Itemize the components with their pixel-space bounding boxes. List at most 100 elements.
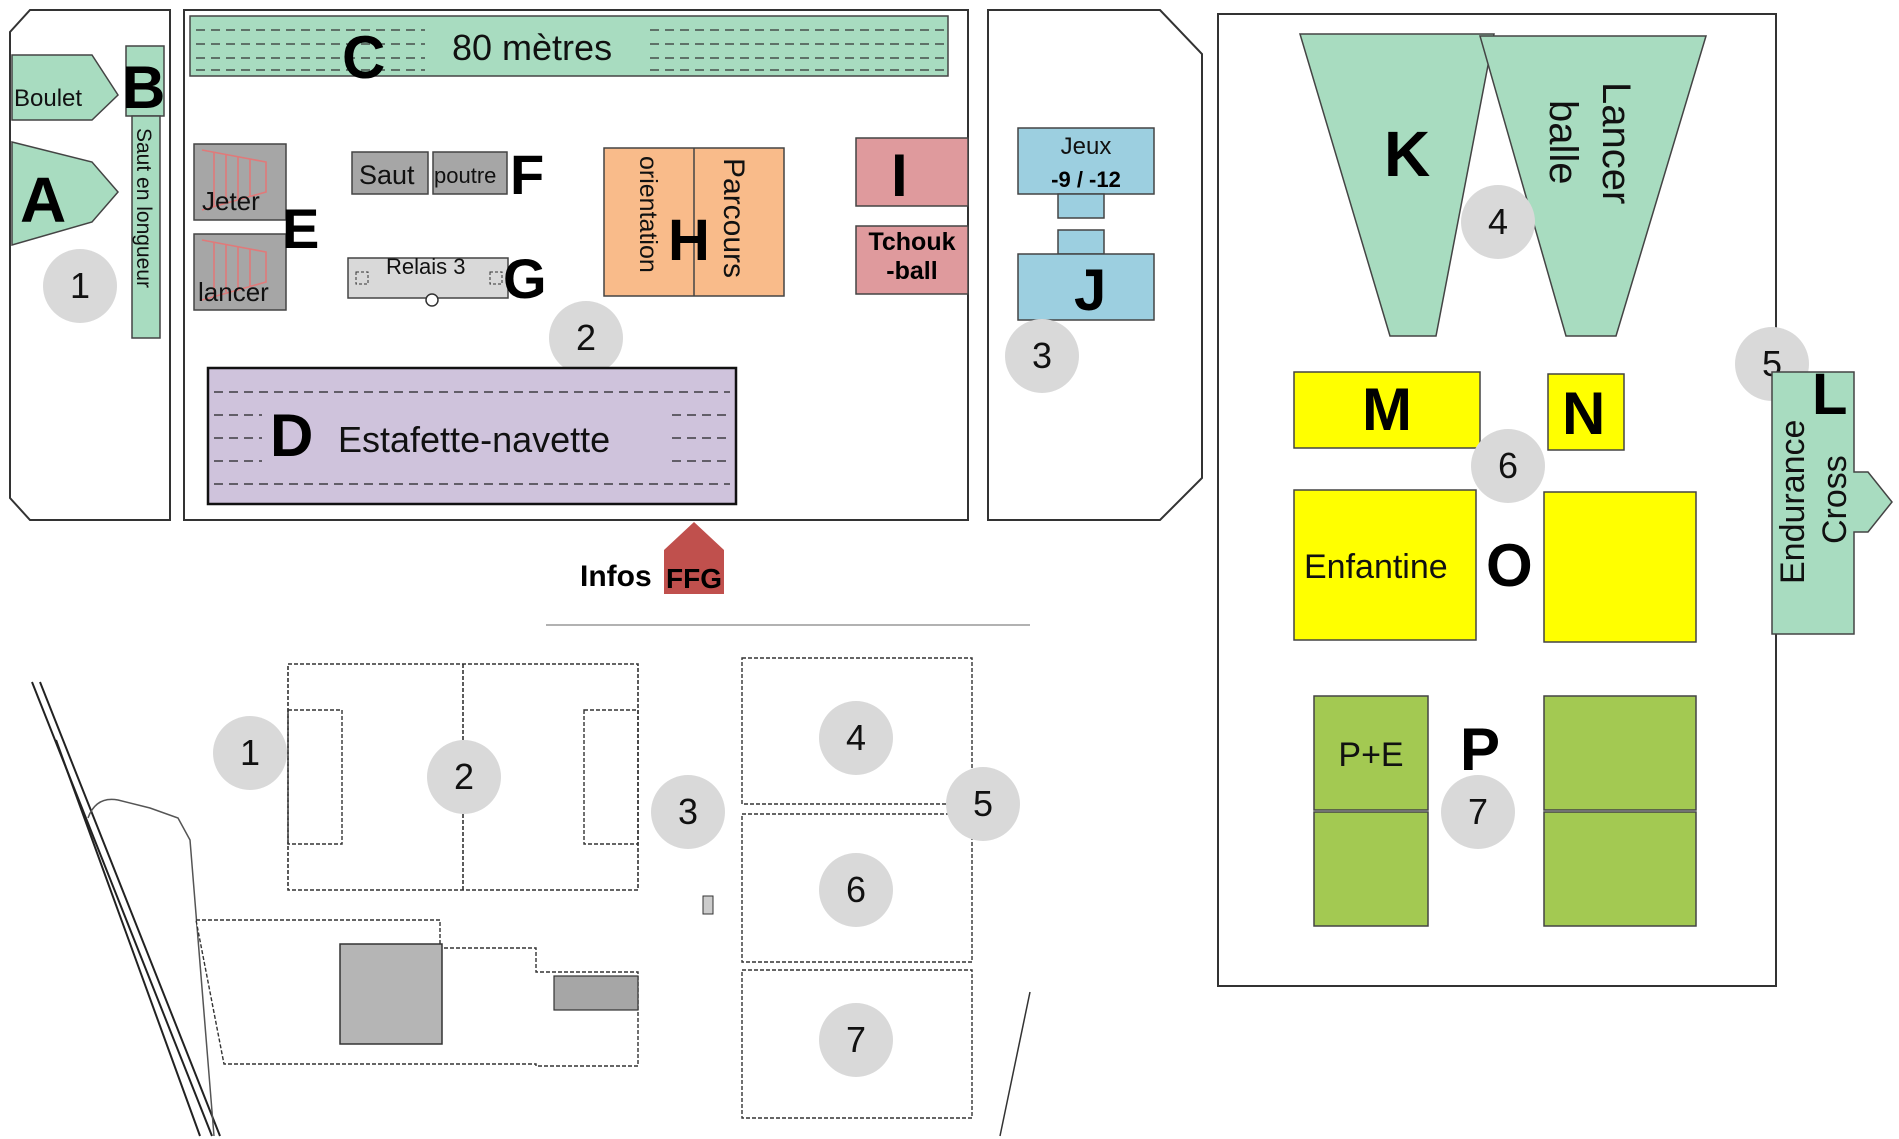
saut-station [351,151,429,195]
zone-l-endurance-area [1771,371,1893,635]
zone-n-letter: N [1562,380,1605,447]
plan-sector-5-marker [946,767,1020,841]
zone-i-letter: I [891,142,908,209]
sector-3-marker [1005,319,1079,393]
jeter-label: Jeter [202,186,260,216]
jeux-connector-bottom [1057,229,1105,255]
sector-6-number: 6 [1498,445,1518,486]
zone-f-letter: F [510,143,544,206]
zone-p-letter: P [1460,716,1500,783]
zone-k-letter: K [1384,118,1430,190]
zone-i-area [855,137,969,207]
lancer-balle-label-1: Lancer [1594,82,1638,204]
zone-m-area [1293,371,1481,449]
jeux-label: Jeux [1061,133,1112,160]
sector-2-number: 2 [576,317,596,358]
orientation-label: orientation [634,156,662,273]
zone-m-letter: M [1362,376,1412,443]
zone-j-area [1017,253,1155,321]
plan-sector-1-marker [213,716,287,790]
zone-b-sandpit [125,45,165,117]
annex-building [553,975,639,1011]
plan-sector-4-number: 4 [846,717,866,758]
zone-c-letter: C [342,24,385,91]
road-lines [31,681,221,1137]
plan-sector-7-marker [819,1003,893,1077]
small-post [702,895,714,915]
plan-sector-1-number: 1 [240,732,260,773]
zone-o-letter: O [1486,532,1533,599]
zone-e-letter: E [282,197,319,260]
lancer-balle-area [1479,35,1708,337]
estafette-lanes [214,391,730,485]
long-jump-label: Saut en longueur [132,128,155,288]
sector-1-number: 1 [70,265,90,306]
pitch-right-box [583,709,639,845]
enfantine-label: Enfantine [1304,548,1448,586]
lancer-balle-label-2: balle [1541,100,1585,185]
sector-7-marker [1441,775,1515,849]
tchoukball-label-2: -ball [886,257,937,285]
zone-j-letter: J [1074,258,1106,323]
jeux-ages-label: -9 / -12 [1051,167,1121,192]
plan-sector-6-number: 6 [846,869,866,910]
lancer-label: lancer [198,277,269,307]
zone-n-area [1547,373,1625,451]
infos-ffg-house-icon [664,522,724,594]
sector-3-number: 3 [1032,335,1052,376]
track-80m-lanes [196,29,944,71]
sector-7-number: 7 [1468,791,1488,832]
zone-a-boulet-top [11,54,119,121]
zone-p-area-4 [1543,811,1697,927]
poutre-label: poutre [434,163,496,188]
estafette-label: Estafette-navette [338,419,610,460]
zone-k-area [1298,33,1495,337]
plan-sector-3-number: 3 [678,791,698,832]
pe-label: P+E [1338,736,1403,774]
relais-end-box [489,271,503,285]
pitch-left-box [287,709,343,845]
zone-o-right-area [1543,491,1697,643]
sector-4-number: 4 [1488,201,1508,242]
plan-sector-2-marker [427,740,501,814]
plan-sector-5-number: 5 [973,783,993,824]
zone-g-letter: G [503,247,547,310]
relais-start-box [355,271,369,285]
zone-b-letter: B [122,54,165,121]
plan-right-edge [999,991,1031,1137]
zone-c-80m-track [189,15,949,77]
poutre-station [432,151,508,195]
sector-2-marker [549,301,623,375]
plan-sector-2-number: 2 [454,756,474,797]
lancer-net-icon [201,239,267,301]
sector-1-marker [43,249,117,323]
endurance-label: Endurance [1774,420,1812,584]
zone-p-area-3 [1543,695,1697,811]
relais-marker-icon [425,293,439,307]
sector-6-marker [1471,429,1545,503]
enfantine-area [1293,489,1477,641]
plan-sector-6-marker [819,853,893,927]
saut-label: Saut [359,160,415,190]
boulet-label: Boulet [14,85,82,112]
zone-d-letter: D [270,402,313,469]
zone-a-letter: A [20,164,66,236]
plan-sector-4-marker [819,701,893,775]
long-jump-runway [131,115,161,339]
plan-sector-7-number: 7 [846,1019,866,1060]
parcours-label: Parcours [717,158,750,278]
relais-station [347,257,509,299]
pe-area [1313,695,1429,811]
zone-l-letter: L [1812,362,1847,427]
tchoukball-label-1: Tchouk [868,228,955,256]
jeux-area [1017,127,1155,195]
tchoukball-area [855,225,969,295]
sector-4-marker [1461,185,1535,259]
zone-p-area-2 [1313,811,1429,927]
infos-label: Infos [580,560,652,593]
jeux-connector-top [1057,193,1105,219]
jeter-net-icon [201,149,267,211]
cross-label: Cross [1816,455,1854,544]
ffg-label: FFG [666,563,722,594]
